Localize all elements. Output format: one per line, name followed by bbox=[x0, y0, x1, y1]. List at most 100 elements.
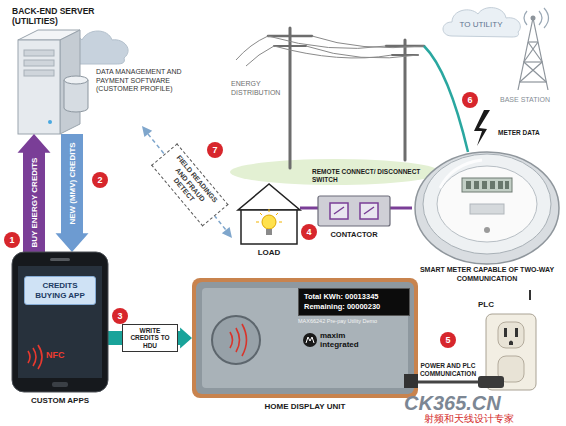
outlet-label: PLC bbox=[478, 300, 508, 310]
load-house-shape bbox=[262, 215, 276, 229]
station-label: BASE STATION bbox=[488, 96, 562, 104]
connector bbox=[418, 382, 478, 383]
home-display-unit-shape bbox=[202, 288, 408, 388]
home-display-unit-shape bbox=[230, 332, 233, 348]
arrow-label: NEW (MMV) CREDITS bbox=[68, 138, 77, 230]
callout-circle: 7 bbox=[207, 142, 223, 158]
phone-shape bbox=[28, 351, 30, 363]
smart-meter-shape bbox=[437, 166, 537, 242]
field-reading-arrow bbox=[142, 126, 232, 238]
connector bbox=[56, 134, 89, 252]
lightning-bolt bbox=[474, 110, 490, 146]
load-house-shape bbox=[269, 209, 270, 212]
phone-shape bbox=[52, 382, 68, 387]
base-station-shape bbox=[533, 18, 548, 90]
callout-circle: 2 bbox=[92, 172, 108, 188]
fat-arrow bbox=[56, 134, 89, 252]
phone-shape bbox=[28, 345, 42, 369]
cloud-node: TO UTILITY bbox=[438, 4, 524, 38]
power-pole bbox=[274, 45, 306, 47]
smart-meter-shape bbox=[484, 227, 490, 233]
home-display-unit-shape bbox=[404, 374, 418, 388]
power-pole bbox=[289, 28, 292, 168]
arrow-label-box: WRITE CREDITS TO HDU bbox=[122, 324, 178, 353]
contactor-box-shape bbox=[318, 196, 390, 226]
base-station-shape bbox=[518, 18, 533, 90]
smart-meter-shape bbox=[482, 181, 487, 189]
database-cylinder bbox=[64, 80, 88, 112]
phone-label: CUSTOM APPS bbox=[12, 396, 108, 406]
server-tower bbox=[24, 50, 54, 56]
node-note: DATA MANAGEMENT AND PAYMENT SOFTWARE (CU… bbox=[96, 68, 194, 94]
base-station-shape bbox=[531, 16, 536, 21]
phone-shape bbox=[33, 348, 36, 366]
phone-shape bbox=[50, 258, 70, 261]
lcd-line: Remaining: 00000230 bbox=[304, 302, 404, 312]
connector bbox=[530, 290, 531, 300]
load-house: LOAD bbox=[238, 182, 300, 262]
hill bbox=[230, 159, 440, 185]
cable-label: POWER AND PLC COMMUNICATION bbox=[418, 362, 478, 377]
smart-meter-shape bbox=[474, 181, 479, 189]
connector bbox=[300, 208, 318, 209]
app-button: CREDITS BUYING APP bbox=[24, 276, 96, 305]
unit-label: HOME DISPLAY UNIT bbox=[192, 402, 418, 412]
base-station-shape bbox=[539, 11, 542, 25]
load-house-shape bbox=[279, 222, 282, 223]
base-station-shape bbox=[520, 81, 547, 82]
distribution-label: ENERGY DISTRIBUTION bbox=[231, 80, 285, 97]
server-tower bbox=[48, 120, 52, 124]
house-label: LOAD bbox=[238, 248, 300, 258]
home-display-unit-shape bbox=[306, 337, 314, 343]
callout-circle: 6 bbox=[462, 92, 478, 108]
box-label: FIELD READINGS AND FRAUD DETECT bbox=[158, 150, 223, 220]
power-outlet-shape bbox=[515, 328, 518, 337]
power-outlet-shape bbox=[498, 322, 524, 348]
base-station-shape bbox=[524, 11, 527, 25]
contactor-box: CONTACTOR bbox=[318, 196, 390, 246]
home-display-unit-shape bbox=[196, 282, 414, 394]
callout-circle: 4 bbox=[301, 224, 317, 240]
meter-data-label: METER DATA bbox=[498, 129, 560, 137]
power-line bbox=[306, 46, 418, 58]
phone-shape bbox=[12, 252, 108, 392]
smart-meter-shape bbox=[490, 181, 495, 189]
callout-number: 4 bbox=[301, 224, 317, 240]
smart-meter-shape bbox=[423, 154, 551, 254]
app-label: CREDITS BUYING APP bbox=[28, 281, 92, 300]
wire bbox=[390, 207, 412, 210]
server-tower bbox=[24, 70, 54, 76]
smart-meter-shape bbox=[498, 181, 503, 189]
power-pole bbox=[268, 28, 424, 168]
load-house-shape bbox=[256, 222, 259, 223]
nfc-label: NFC bbox=[46, 350, 76, 360]
callout-number: 3 bbox=[112, 308, 128, 324]
base-station: BASE STATION bbox=[488, 12, 562, 108]
load-house-shape bbox=[266, 229, 272, 235]
contactor-label: CONTACTOR bbox=[318, 230, 390, 239]
load-house-shape bbox=[260, 213, 262, 215]
power-pole bbox=[404, 40, 407, 160]
server-tower bbox=[24, 60, 54, 66]
connector bbox=[18, 134, 51, 252]
smart-meter-shape bbox=[462, 178, 512, 192]
wire bbox=[418, 381, 478, 384]
home-display-unit-shape bbox=[192, 278, 418, 398]
brand-logo-text: maxim integrated bbox=[320, 331, 380, 349]
field-reading-arrow bbox=[222, 227, 232, 238]
connector bbox=[390, 208, 412, 209]
base-station-shape bbox=[524, 8, 549, 28]
base-station-shape bbox=[488, 12, 562, 108]
callout-circle: 3 bbox=[112, 308, 128, 324]
home-display-unit-shape bbox=[230, 324, 247, 356]
power-outlet: PLC bbox=[478, 300, 540, 392]
server-tower bbox=[18, 40, 60, 134]
home-display-unit-shape bbox=[236, 328, 240, 352]
smart-meter-shape bbox=[440, 160, 482, 188]
callout-number: 1 bbox=[4, 232, 20, 248]
lightning-bolt bbox=[474, 110, 490, 146]
wire bbox=[529, 290, 531, 300]
home-display-unit: HOME DISPLAY UNITTotal KWh: 00013345Rema… bbox=[192, 278, 418, 416]
cloud-node-shape bbox=[443, 8, 520, 37]
